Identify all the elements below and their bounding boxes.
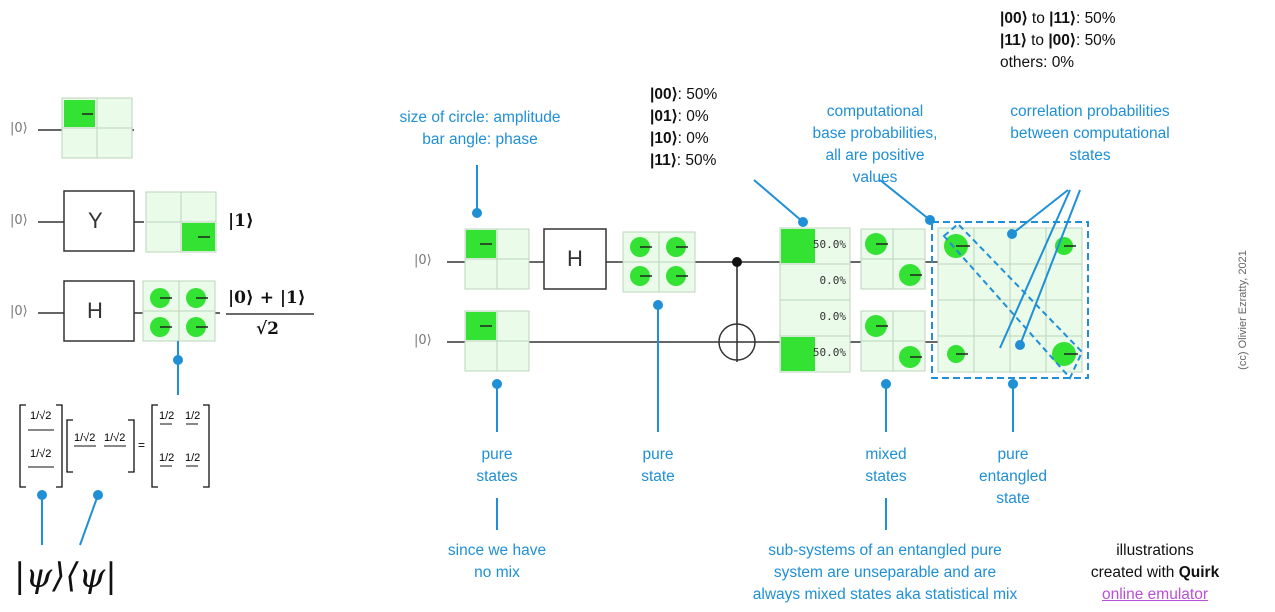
diagonal-highlight bbox=[942, 222, 1084, 380]
wire-label-bottom: |0⟩ bbox=[414, 333, 432, 348]
computational-base-note: computational base probabilities, all ar… bbox=[812, 103, 938, 186]
density-operator-label: |ψ⟩⟨ψ| bbox=[14, 556, 117, 596]
ket-one: |1⟩ bbox=[228, 211, 254, 231]
matrix-result-22: 1/2 bbox=[185, 452, 201, 464]
pure-entangled-note: pure entangled state bbox=[978, 446, 1048, 507]
amplitude-phase-note: size of circle: amplitude bar angle: pha… bbox=[399, 109, 561, 148]
subsystems-note: sub-systems of an entangled pure system … bbox=[752, 542, 1018, 603]
prob-11: 50.0% bbox=[812, 346, 846, 359]
superposition-numerator: |0⟩ + |1⟩ bbox=[228, 288, 306, 308]
probability-column bbox=[779, 227, 851, 373]
matrix-col-2: 1/√2 bbox=[30, 448, 52, 460]
pure-state-note: pure state bbox=[641, 446, 675, 485]
matrix-col-1: 1/√2 bbox=[30, 410, 52, 422]
bloch-cell-mixed-1 bbox=[860, 228, 926, 290]
prob-10: 0.0% bbox=[819, 310, 847, 323]
wire-label-left-1: |0⟩ bbox=[10, 121, 28, 136]
correlation-note: correlation probabilities between comput… bbox=[1010, 103, 1170, 164]
bloch-cell-left-1 bbox=[61, 97, 133, 159]
superposition-denominator: √2 bbox=[256, 319, 280, 339]
credits-note: illustrations created with Quirk online … bbox=[1080, 540, 1230, 606]
matrix-result-11: 1/2 bbox=[159, 410, 175, 422]
cnot-gate bbox=[718, 257, 756, 362]
no-mix-note: since we have no mix bbox=[447, 542, 547, 581]
bloch-cell-after-h bbox=[622, 231, 696, 293]
density-matrix-4x4 bbox=[937, 227, 1083, 373]
bloch-cell-left-3 bbox=[142, 280, 216, 342]
wire-label-top: |0⟩ bbox=[414, 253, 432, 268]
bloch-cell-q1 bbox=[464, 228, 530, 290]
density-matrix bbox=[19, 404, 210, 488]
correlation-values: |00⟩ to |11⟩: 50% |11⟩ to |00⟩: 50% othe… bbox=[1000, 10, 1116, 71]
gate-y bbox=[63, 190, 135, 252]
gate-y-label: Y bbox=[88, 208, 103, 233]
matrix-row-1: 1/√2 bbox=[74, 432, 96, 444]
wire-label-left-3: |0⟩ bbox=[10, 304, 28, 319]
prob-00: 50.0% bbox=[812, 238, 846, 251]
probability-list: |00⟩: 50% |01⟩: 0% |10⟩: 0% |11⟩: 50% bbox=[650, 86, 718, 169]
gate-h-left-label: H bbox=[87, 298, 103, 323]
gate-h bbox=[543, 228, 607, 290]
prob-01: 0.0% bbox=[819, 274, 847, 287]
bloch-cell-q2 bbox=[464, 310, 530, 372]
pure-states-note: pure states bbox=[476, 446, 518, 485]
bloch-cell-mixed-2 bbox=[860, 310, 926, 372]
copyright-credit: (cc) Olivier Ezratty, 2021 bbox=[1237, 250, 1249, 370]
bloch-cell-left-2 bbox=[145, 191, 217, 253]
matrix-result-21: 1/2 bbox=[159, 452, 175, 464]
wire-label-left-2: |0⟩ bbox=[10, 213, 28, 228]
online-emulator-link[interactable]: online emulator bbox=[1102, 586, 1208, 603]
gate-h-left bbox=[63, 280, 135, 342]
matrix-result-12: 1/2 bbox=[185, 410, 201, 422]
gate-h-label: H bbox=[567, 246, 583, 271]
matrix-row-2: 1/√2 bbox=[104, 432, 126, 444]
mixed-states-note: mixed states bbox=[865, 446, 907, 485]
